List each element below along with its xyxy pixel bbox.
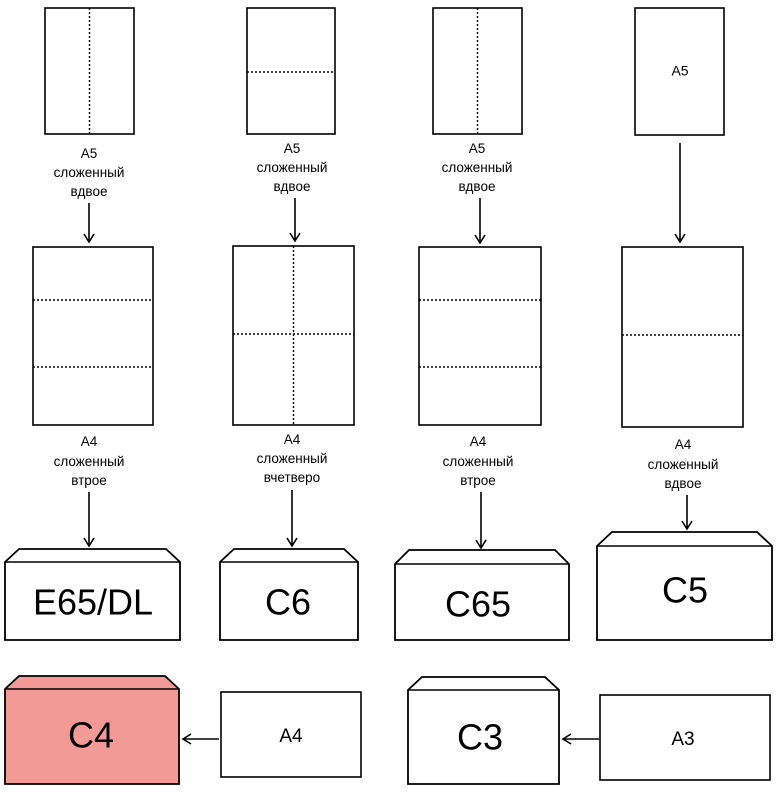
col3-mid-label-3: втрое <box>460 473 496 488</box>
col2-mid-label-2: сложенный <box>257 451 328 466</box>
col3-mid-label-2: сложенный <box>443 454 514 469</box>
col4-envelope-label: C5 <box>662 570 708 611</box>
col2-arrow-down-2 <box>286 490 298 548</box>
col1-arrow-down-2 <box>83 492 95 548</box>
col3-top-label-1: A5 <box>469 141 486 156</box>
col3-top-label-2: сложенный <box>442 160 513 175</box>
col1-mid-label-1: A4 <box>81 434 98 449</box>
col2-top-label-2: сложенный <box>257 160 328 175</box>
col4-arrow-down-2 <box>681 495 693 531</box>
col4-a5-sheet-label: A5 <box>671 63 688 79</box>
col1-envelope-label: E65/DL <box>33 582 153 623</box>
col3-envelope-label: C65 <box>445 584 511 625</box>
col4-a5-sheet <box>634 7 725 136</box>
envelope-c3-label: C3 <box>457 717 503 758</box>
col2-a5-sheet <box>246 7 336 135</box>
arrow-left-a4-to-c4 <box>181 733 219 745</box>
col1-arrow-down-1 <box>83 203 95 244</box>
col2-envelope-label: C6 <box>265 582 311 623</box>
col2-mid-label-3: вчетверо <box>264 470 320 485</box>
col3-top-label-3: вдвое <box>459 179 496 194</box>
col4-mid-label-1: A4 <box>675 437 692 452</box>
col3-a4-sheet <box>418 246 542 426</box>
col2-top-label-1: A5 <box>284 141 301 156</box>
col1-a5-sheet <box>44 7 135 135</box>
sheet-a4-bottom <box>220 691 362 778</box>
col3-mid-label-1: A4 <box>470 434 487 449</box>
envelope-c4-label: C4 <box>68 715 114 756</box>
col1-top-label-1: A5 <box>81 146 98 161</box>
col2-mid-label-1: A4 <box>284 432 301 447</box>
col1-mid-label-3: втрое <box>71 473 107 488</box>
col3-arrow-down-2 <box>475 492 487 550</box>
sheet-a4-bottom-label: A4 <box>279 726 303 747</box>
arrow-left-a3-to-c3 <box>561 733 599 745</box>
col4-arrow-down-1 <box>674 143 686 244</box>
col1-top-label-2: сложенный <box>54 165 125 180</box>
col2-arrow-down-1 <box>289 198 301 243</box>
sheet-a3-bottom-label: A3 <box>671 729 694 750</box>
col3-arrow-down-1 <box>474 198 486 245</box>
col3-a5-sheet <box>432 7 523 135</box>
col4-mid-label-3: вдвое <box>665 476 702 491</box>
col4-a4-sheet <box>621 246 744 428</box>
col4-mid-label-2: сложенный <box>648 457 719 472</box>
col1-mid-label-2: сложенный <box>54 454 125 469</box>
col1-a4-sheet <box>32 246 154 426</box>
sheet-a3-bottom <box>599 694 771 781</box>
col2-top-label-3: вдвое <box>274 179 311 194</box>
col1-top-label-3: вдвое <box>71 184 108 199</box>
